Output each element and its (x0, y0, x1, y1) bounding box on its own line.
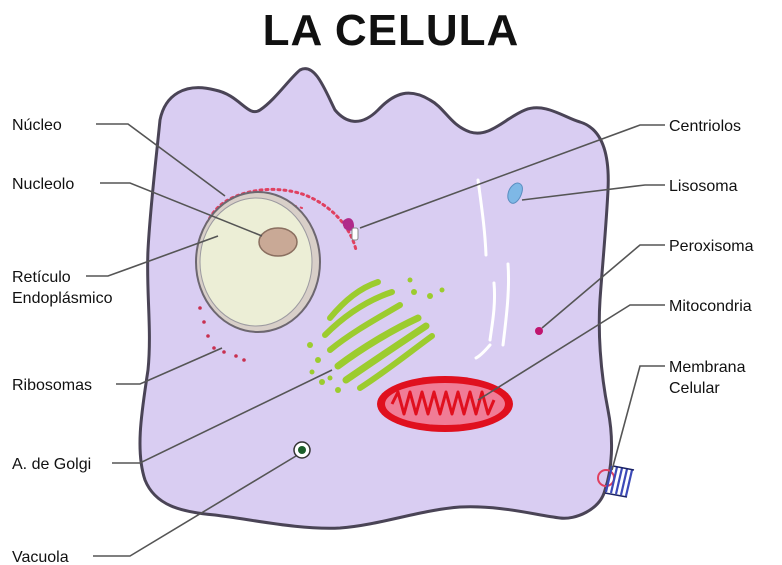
nucleolus (259, 228, 297, 256)
label-centriolos: Centriolos (669, 118, 741, 135)
label-reticulo-line1: Retículo (12, 269, 71, 286)
label-ribosomas: Ribosomas (12, 377, 92, 394)
label-lisosoma: Lisosoma (669, 178, 738, 195)
label-membrana-line1: Membrana (669, 359, 746, 376)
label-golgi: A. de Golgi (12, 456, 91, 473)
leader-membrana (612, 366, 665, 470)
label-mitocondria: Mitocondria (669, 298, 752, 315)
label-vacuola: Vacuola (12, 549, 69, 565)
label-reticulo-line2: Endoplásmico (12, 290, 113, 307)
peroxisome (535, 327, 543, 335)
vacuole (294, 442, 310, 458)
label-nucleolo: Nucleolo (12, 176, 74, 193)
label-nucleo: Núcleo (12, 117, 62, 134)
label-membrana-line2: Celular (669, 380, 720, 397)
label-peroxisoma: Peroxisoma (669, 238, 754, 255)
mitochondria (377, 376, 513, 432)
